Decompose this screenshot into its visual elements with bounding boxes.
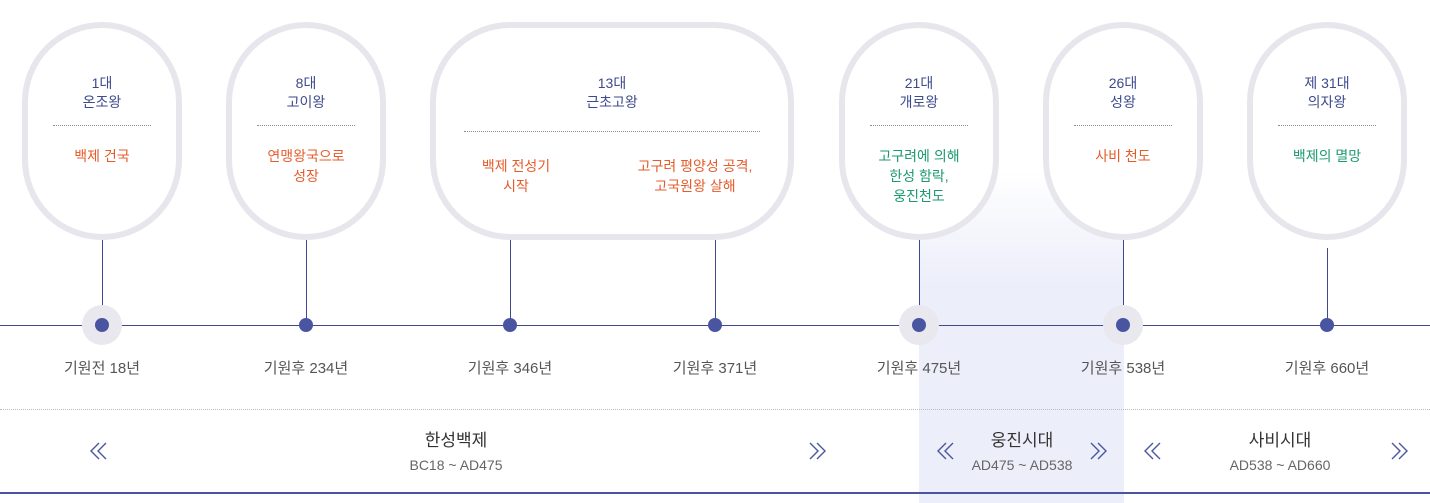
timeline-dot (912, 318, 926, 332)
connector-line (919, 240, 920, 325)
king-name: 근초고왕 (586, 94, 638, 110)
king-number: 8대 (295, 75, 317, 91)
connector-line (510, 240, 511, 325)
timeline-dot (708, 318, 722, 332)
divider (53, 125, 151, 126)
king-name: 고이왕 (286, 94, 326, 110)
king-number: 제 31대 (1304, 75, 1350, 91)
era-sabi: 사비시대 AD538 ~ AD660 (1210, 430, 1350, 475)
king-name: 의자왕 (1307, 94, 1347, 110)
double-chevron-left-icon (937, 442, 954, 460)
era-name: 한성백제 (424, 431, 488, 450)
double-chevron-left-icon (1144, 442, 1161, 460)
king-name: 성왕 (1110, 94, 1136, 110)
era-range: BC18 ~ AD475 (409, 457, 503, 473)
king-number: 1대 (91, 75, 113, 91)
king-event: 백제 건국 (74, 148, 130, 164)
king-card-goi: 8대 고이왕 연맹왕국으로 성장 (226, 22, 386, 240)
double-chevron-right-icon (809, 442, 826, 460)
era-range: AD475 ~ AD538 (971, 457, 1073, 473)
connector-line (715, 240, 716, 325)
year-label: 기원후 371년 (672, 360, 758, 377)
king-card-seong: 26대 성왕 사비 천도 (1043, 22, 1203, 240)
year-label: 기원후 475년 (876, 360, 962, 377)
double-chevron-left-icon (90, 442, 107, 460)
year-label: 기원후 346년 (467, 360, 553, 377)
timeline-dot (1320, 318, 1334, 332)
era-name: 웅진시대 (990, 431, 1054, 450)
divider (1074, 125, 1172, 126)
era-range: AD538 ~ AD660 (1229, 457, 1331, 473)
year-label: 기원후 234년 (263, 360, 349, 377)
divider (464, 131, 760, 132)
connector-line (1327, 248, 1328, 325)
king-event: 백제의 멸망 (1292, 148, 1362, 164)
king-event-2: 고구려 평양성 공격, 고국원왕 살해 (637, 158, 753, 194)
king-card-uija: 제 31대 의자왕 백제의 멸망 (1247, 22, 1407, 240)
king-number: 13대 (597, 75, 627, 91)
divider (257, 125, 355, 126)
year-label: 기원후 660년 (1284, 360, 1370, 377)
connector-line (1123, 240, 1124, 325)
divider (1278, 125, 1376, 126)
bottom-rule (0, 492, 1430, 494)
king-name: 개로왕 (899, 94, 939, 110)
timeline-dot (95, 318, 109, 332)
year-label: 기원전 18년 (63, 360, 141, 377)
timeline-dot (299, 318, 313, 332)
king-event: 연맹왕국으로 성장 (267, 148, 345, 184)
era-ungjin: 웅진시대 AD475 ~ AD538 (952, 430, 1092, 475)
connector-line (102, 240, 103, 325)
king-card-onjo: 1대 온조왕 백제 건국 (22, 22, 182, 240)
double-chevron-right-icon (1391, 442, 1408, 460)
era-name: 사비시대 (1248, 431, 1312, 450)
timeline-dot (503, 318, 517, 332)
king-event: 고구려에 의해 한성 함락, 웅진천도 (878, 148, 960, 204)
era-divider (0, 409, 1430, 410)
king-card-gaero: 21대 개로왕 고구려에 의해 한성 함락, 웅진천도 (839, 22, 999, 240)
double-chevron-right-icon (1090, 442, 1107, 460)
connector-line (306, 240, 307, 325)
era-hanseong: 한성백제 BC18 ~ AD475 (356, 430, 556, 475)
year-label: 기원후 538년 (1080, 360, 1166, 377)
king-number: 26대 (1108, 75, 1138, 91)
king-card-geunchogo: 13대 근초고왕 백제 전성기 시작 고구려 평양성 공격, 고국원왕 살해 (430, 22, 794, 240)
king-number: 21대 (904, 75, 934, 91)
king-event-1: 백제 전성기 시작 (481, 158, 551, 194)
divider (870, 125, 968, 126)
king-name: 온조왕 (82, 94, 122, 110)
king-event: 사비 천도 (1095, 148, 1151, 164)
timeline-dot (1116, 318, 1130, 332)
